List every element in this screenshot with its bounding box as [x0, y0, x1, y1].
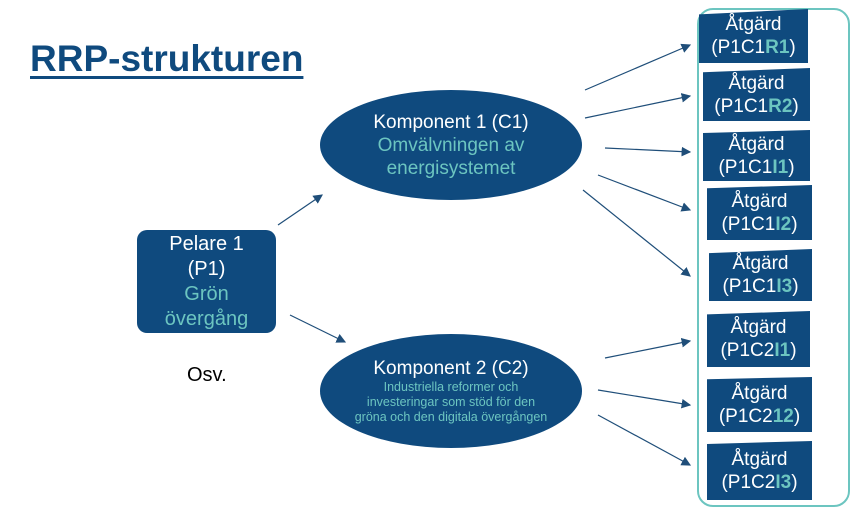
measure-box: Åtgärd(P1C2I3) [707, 441, 812, 500]
measure-box: Åtgärd(P1C1R2) [703, 68, 810, 121]
measure-code-prefix: (P1C1 [714, 95, 769, 117]
component-1-ellipse: Komponent 1 (C1) Omvälvningen av energis… [320, 90, 582, 200]
pillar-code: (P1) [187, 257, 226, 280]
measure-title: Åtgärd [728, 133, 785, 155]
measures-group-outline [697, 8, 850, 507]
measure-code: (P1C2I3) [707, 471, 812, 494]
arrow-c2-i1 [604, 337, 692, 359]
measure-code-id: R1 [765, 37, 790, 58]
measure-code-suffix: ) [788, 156, 795, 178]
measure-title: Åtgärd [725, 14, 782, 35]
measure-code-id: I3 [776, 276, 793, 297]
arrow-c1-r1 [584, 43, 692, 91]
measure-code-id: I3 [775, 471, 792, 493]
etc-label: Osv. [187, 364, 227, 386]
measure-box: Åtgärd(P1C1R1) [699, 9, 808, 63]
measure-code: (P1C1I2) [707, 213, 812, 236]
measure-title: Åtgärd [731, 190, 788, 212]
measure-code-prefix: (P1C1 [722, 276, 777, 297]
pillar-desc-1: Grön [184, 282, 229, 305]
arrow-c2-i2 [597, 389, 692, 409]
arrow-p1-c2 [289, 314, 347, 343]
measure-code: (P1C212) [707, 405, 812, 428]
measure-code-suffix: ) [790, 340, 797, 361]
measure-code-prefix: (P1C1 [721, 213, 776, 235]
measure-code-suffix: ) [791, 471, 798, 493]
measure-title: Åtgärd [731, 382, 788, 404]
arrow-c1-i2 [597, 174, 692, 212]
component-2-title: Komponent 2 (C2) [373, 357, 529, 379]
measure-code-prefix: (P1C2 [721, 471, 776, 493]
measure-title: Åtgärd [728, 72, 785, 94]
component-1-title: Komponent 1 (C1) [373, 111, 529, 133]
measure-code: (P1C1I1) [703, 156, 810, 179]
component-2-ellipse: Komponent 2 (C2) Industriella reformer o… [320, 334, 582, 448]
measure-code-prefix: (P1C2 [718, 405, 773, 427]
measure-code-suffix: ) [792, 276, 799, 297]
measure-code-id: I1 [772, 156, 789, 178]
measure-code: (P1C1I3) [709, 275, 812, 298]
measure-code-prefix: (P1C1 [711, 37, 766, 58]
measure-code-suffix: ) [791, 213, 798, 235]
measure-code-id: R2 [768, 95, 793, 117]
measure-title: Åtgärd [730, 317, 787, 338]
measure-code-suffix: ) [793, 405, 801, 427]
measure-title: Åtgärd [731, 448, 788, 470]
measure-box: Åtgärd(P1C1I2) [707, 185, 812, 240]
pillar-name: Pelare 1 [169, 232, 244, 255]
arrow-c1-i3 [582, 189, 691, 277]
measure-code-prefix: (P1C2 [720, 340, 775, 361]
measure-code-id: 12 [772, 405, 794, 427]
measure-box: Åtgärd(P1C212) [707, 377, 812, 432]
arrow-c2-i3 [597, 414, 692, 466]
measure-code-id: I2 [775, 213, 792, 235]
slide-title: RRP-strukturen [30, 38, 304, 79]
measure-box: Åtgärd(P1C1I3) [709, 249, 812, 301]
measure-code: (P1C1R1) [699, 36, 808, 59]
measure-code: (P1C1R2) [703, 95, 810, 118]
pillar-box: Pelare 1 (P1) Grön övergång [137, 230, 276, 333]
component-1-desc-1: Omvälvningen av [377, 134, 525, 156]
arrow-p1-c1 [277, 194, 323, 226]
pillar-desc-2: övergång [164, 307, 249, 330]
measure-code-prefix: (P1C1 [718, 156, 773, 178]
measure-title: Åtgärd [732, 253, 789, 274]
measure-code-id: I1 [774, 340, 791, 361]
arrow-c1-r2 [584, 93, 692, 119]
measure-code-suffix: ) [792, 95, 799, 117]
arrow-c1-i1 [604, 146, 692, 157]
measure-box: Åtgärd(P1C1I1) [703, 130, 810, 181]
component-1-desc-2: energisystemet [386, 157, 516, 179]
measure-code-suffix: ) [789, 37, 796, 58]
component-2-desc: Industriella reformer och investeringar … [354, 379, 548, 424]
measure-code: (P1C2I1) [707, 339, 810, 362]
measure-box: Åtgärd(P1C2I1) [707, 311, 810, 367]
